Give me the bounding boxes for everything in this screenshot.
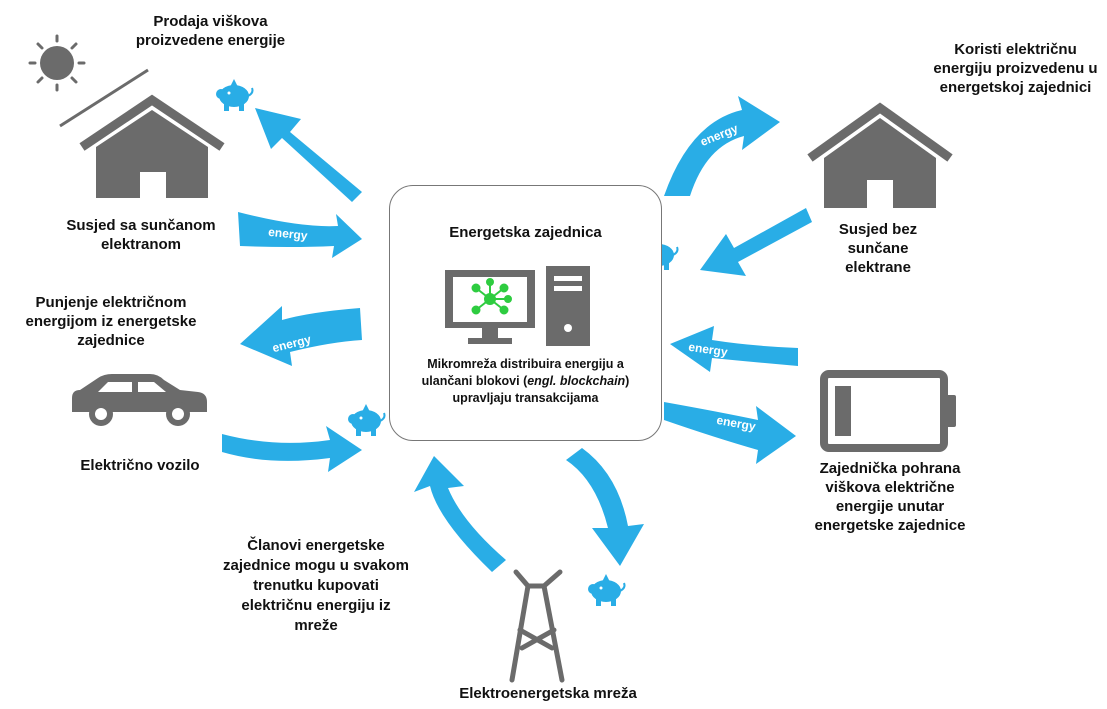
label-ev: Električno vozilo	[55, 456, 225, 475]
label-line: elektranom	[100, 236, 182, 253]
label-line: proizvedene energije	[135, 32, 286, 49]
label-line: Susjed bez	[838, 221, 918, 238]
arrow-energy-to-storage	[664, 402, 796, 464]
sun-icon	[28, 34, 86, 92]
label-line: elektrane	[845, 259, 911, 276]
label-neighbor-no-solar: Susjed bez sunčane elektrane	[818, 220, 938, 277]
energy-label: energy	[715, 413, 757, 434]
label-grid: Elektroenergetska mreža	[428, 684, 668, 703]
label-line: Električno vozilo	[80, 457, 200, 474]
computer-tower-icon	[546, 266, 590, 346]
label-line: energetskoj zajednici	[939, 79, 1092, 96]
label-line: viškova električne	[825, 479, 955, 496]
arrow-center-to-grid	[566, 448, 644, 566]
label-line: sunčane	[847, 240, 909, 257]
battery-icon	[820, 370, 956, 452]
energy-label: energy	[688, 340, 729, 359]
arrow-grid-to-center	[414, 456, 506, 572]
label-charging: Punjenje električnom energijom iz energe…	[0, 293, 222, 350]
label-line: Elektroenergetska mreža	[459, 685, 637, 702]
piggy-bank-icon	[587, 573, 626, 607]
label-line: energetske zajednice	[814, 517, 966, 534]
center-description: Mikromreža distribuira energiju a ulanča…	[390, 356, 661, 407]
label-line: Punjenje električnom	[35, 294, 187, 311]
label-line: energije unutar	[835, 498, 945, 515]
hub-network-icon	[471, 278, 512, 315]
arrow-energy-charging	[240, 306, 362, 366]
label-line: Članovi energetske	[247, 537, 385, 554]
center-desc-text: ulančani blokovi (	[421, 374, 528, 388]
center-desc-text: )	[625, 374, 630, 388]
house-icon	[79, 94, 225, 198]
label-line: Prodaja viškova	[153, 13, 268, 30]
label-line: Koristi električnu	[954, 41, 1077, 58]
energy-community-box: Energetska zajednica	[389, 185, 662, 441]
label-storage: Zajednička pohrana viškova električne en…	[790, 459, 990, 535]
label-line: Zajednička pohrana	[819, 460, 961, 477]
center-desc-line: Mikromreža distribuira energiju a	[427, 357, 624, 371]
house-icon	[807, 102, 953, 208]
arrow-ev-to-center	[222, 426, 362, 472]
label-sell-surplus: Prodaja viškova proizvedene energije	[118, 12, 303, 50]
transmission-tower-icon	[509, 569, 565, 683]
arrow-energy-to-center	[238, 212, 362, 258]
label-line: trenutku kupovati	[253, 577, 379, 594]
label-line: mreže	[294, 617, 338, 634]
car-icon	[72, 374, 207, 426]
label-line: Susjed sa sunčanom	[66, 217, 216, 234]
center-desc-line: upravljaju transakcijama	[452, 391, 599, 405]
arrow-energy-to-neighbor	[664, 96, 780, 196]
label-line: zajednice mogu u svakom	[223, 557, 409, 574]
label-members-buy: Članovi energetske zajednice mogu u svak…	[196, 536, 436, 636]
computer-icons	[445, 266, 590, 346]
energy-label: energy	[268, 225, 309, 243]
label-line: električnu energiju iz	[241, 597, 391, 614]
label-line: energiju proizvedenu u	[933, 60, 1098, 77]
arrow-neighbor-payment	[700, 208, 812, 276]
arrow-energy-from-storage	[670, 326, 798, 372]
piggy-bank-icon	[215, 78, 254, 112]
arrow-sell-surplus	[255, 108, 362, 202]
center-desc-line: ulančani blokovi (engl. blockchain)	[390, 373, 661, 390]
center-desc-italic: engl. blockchain	[527, 374, 626, 388]
label-line: zajednice	[77, 332, 145, 349]
label-uses-energy: Koristi električnu energiju proizvedenu …	[928, 40, 1103, 97]
label-solar-neighbor: Susjed sa sunčanom elektranom	[50, 216, 232, 254]
solar-panel-icon	[59, 68, 149, 128]
center-title: Energetska zajednica	[449, 224, 602, 241]
label-line: energijom iz energetske	[25, 313, 197, 330]
piggy-bank-icon	[347, 403, 386, 437]
